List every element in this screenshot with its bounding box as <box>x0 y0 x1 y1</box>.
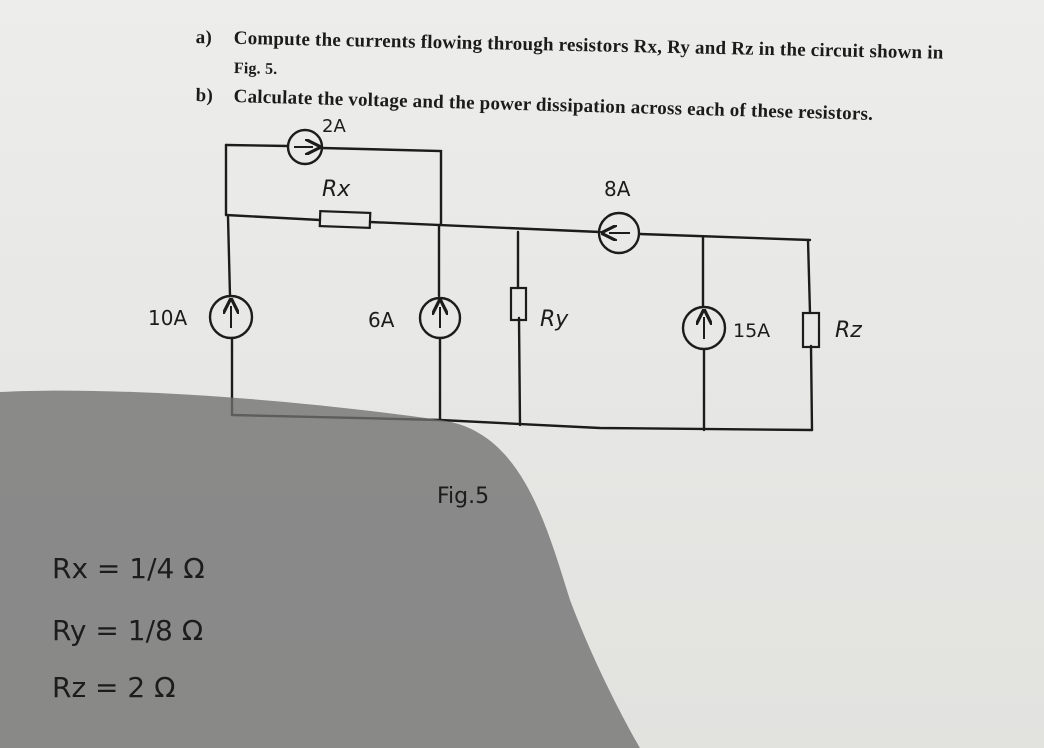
figure-caption: Fig.5 <box>437 484 489 509</box>
source-10a <box>208 294 254 340</box>
label-6a: 6A <box>368 308 395 332</box>
shadow-overlay <box>0 390 640 748</box>
resistor-ry <box>509 286 528 322</box>
label-rx: Rx <box>322 177 351 202</box>
value-rz: Rz = 2 Ω <box>52 671 176 704</box>
value-ry: Ry = 1/8 Ω <box>52 614 203 647</box>
label-rz: Rz <box>835 318 862 343</box>
resistor-rx <box>318 209 372 230</box>
source-8a <box>597 211 641 255</box>
source-15a <box>681 305 727 351</box>
resistor-rz <box>801 311 821 349</box>
label-10a: 10A <box>148 306 187 330</box>
label-15a: 15A <box>733 320 770 342</box>
source-6a <box>418 296 462 340</box>
source-2a <box>286 128 324 166</box>
label-2a: 2A <box>322 116 346 137</box>
value-rx: Rx = 1/4 Ω <box>52 552 205 585</box>
label-8a: 8A <box>604 177 631 201</box>
circuit-wires <box>224 143 814 432</box>
label-ry: Ry <box>540 307 569 332</box>
